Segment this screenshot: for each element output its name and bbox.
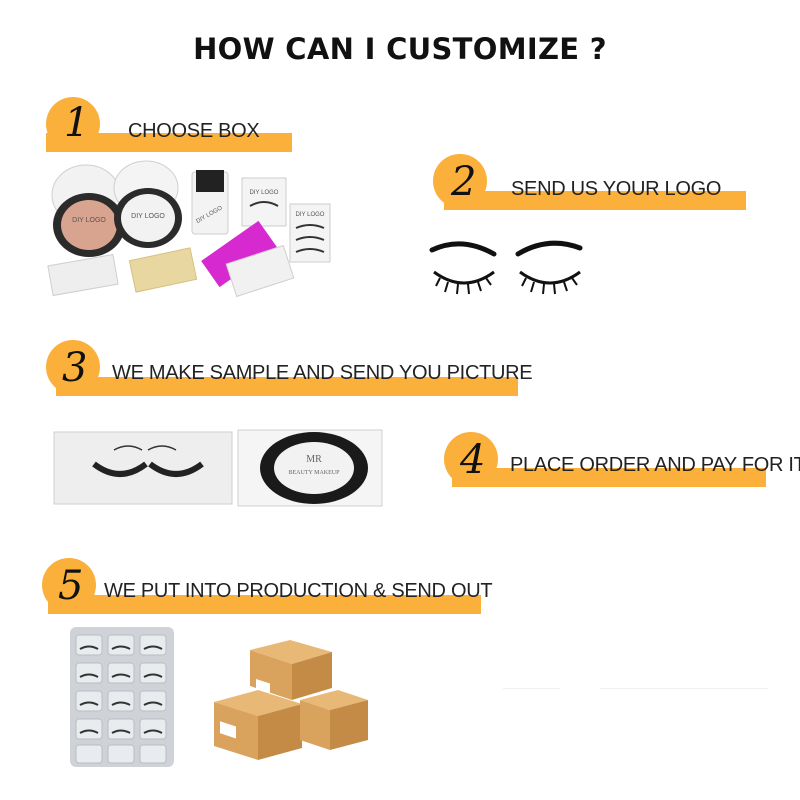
production-image <box>70 627 174 767</box>
svg-text:DIY LOGO: DIY LOGO <box>72 217 106 224</box>
step-4-bar <box>452 468 766 487</box>
multi-tray-box: DIY LOGO <box>289 203 331 263</box>
right-eye-logo <box>515 240 583 295</box>
step-3-label: WE MAKE SAMPLE AND SEND YOU PICTURE <box>112 362 533 384</box>
round-case-white: DIY LOGO <box>113 160 182 248</box>
step-2-bar <box>444 191 746 210</box>
magenta-sleeve-box <box>201 220 277 288</box>
step-5-number: 5 <box>58 563 84 609</box>
page-title: HOW CAN I CUSTOMIZE ? <box>193 32 607 66</box>
step-4-label: PLACE ORDER AND PAY FOR IT <box>510 454 800 476</box>
bottom-left-box <box>214 690 302 760</box>
shipping-boxes-image <box>214 640 368 760</box>
svg-text:MR: MR <box>306 454 322 465</box>
svg-text:DIY LOGO: DIY LOGO <box>131 213 165 220</box>
step-5-bar <box>48 595 481 614</box>
step-5-label: WE PUT INTO PRODUCTION & SEND OUT <box>104 580 493 602</box>
left-eye-logo <box>429 241 497 295</box>
divider-line-left <box>503 688 560 689</box>
sample-round-case: MR BEAUTY MAKEUP <box>237 429 383 507</box>
svg-text:DIY LOGO: DIY LOGO <box>296 212 325 218</box>
step-3-number: 3 <box>62 345 88 391</box>
top-box <box>250 640 332 700</box>
sample-image: MR BEAUTY MAKEUP <box>53 429 383 507</box>
step-2-label: SEND US YOUR LOGO <box>511 178 722 200</box>
gold-sleeve-box <box>128 247 198 293</box>
box-options-image: DIY LOGO DIY LOGO DIY LOGO DIY LOGO DIY … <box>47 160 331 298</box>
clear-sleeve-box <box>47 253 119 297</box>
step-2-number: 2 <box>451 159 477 205</box>
sample-sleeve-box <box>53 431 233 505</box>
round-case-open: DIY LOGO <box>51 164 125 257</box>
white-tray-box: DIY LOGO <box>241 177 287 227</box>
step-1-bar <box>46 133 292 152</box>
clear-case-box <box>225 244 295 298</box>
svg-text:BEAUTY MAKEUP: BEAUTY MAKEUP <box>289 470 341 476</box>
bottom-right-box <box>300 690 368 750</box>
svg-text:DIY LOGO: DIY LOGO <box>250 190 279 196</box>
black-flip-box: DIY LOGO <box>191 170 229 235</box>
step-1-label: CHOOSE BOX <box>128 120 260 142</box>
step-3-bar <box>56 377 518 396</box>
logo-eyes-image <box>429 240 583 295</box>
divider-line-right <box>600 688 768 689</box>
step-1-number: 1 <box>64 100 90 146</box>
step-4-number: 4 <box>460 437 486 483</box>
